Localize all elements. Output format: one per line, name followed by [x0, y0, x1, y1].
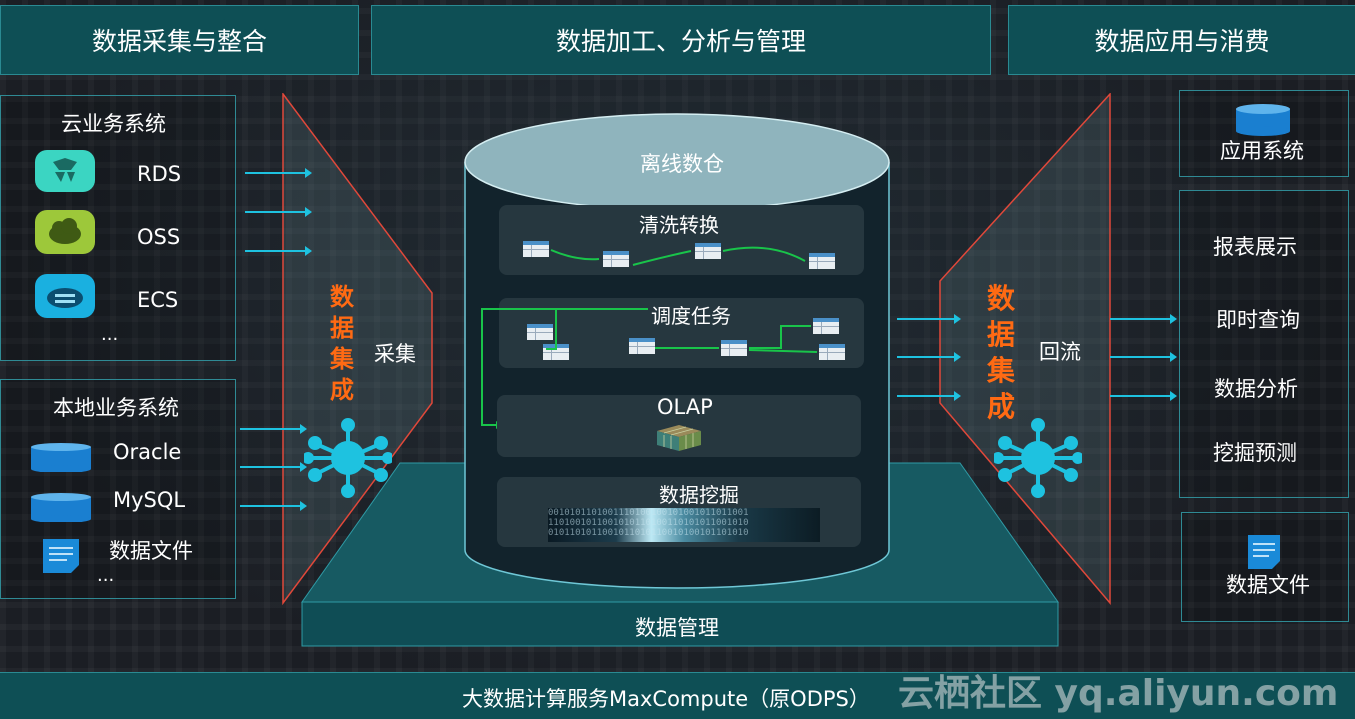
hub-icon: [304, 418, 392, 498]
flow-arrow: [245, 246, 312, 256]
flow-arrow: [1110, 391, 1177, 401]
local-systems-panel: 本地业务系统 Oracle MySQL 数据文件 ...: [0, 379, 236, 599]
flow-curves: [550, 246, 806, 266]
datamining-label: 数据挖掘: [659, 483, 739, 507]
table-icon: [527, 324, 553, 340]
flow-arrow: [1110, 352, 1177, 362]
watermark: 云栖社区 yq.aliyun.com: [898, 673, 1339, 714]
table-icon: [629, 338, 655, 354]
flow-arrow: [897, 352, 961, 362]
collect-label: 采集: [374, 342, 416, 366]
right-integration-shape: [939, 93, 1111, 605]
warehouse-title: 离线数仓: [640, 152, 724, 176]
header-application: 数据应用与消费: [1008, 5, 1355, 75]
header-processing: 数据加工、分析与管理: [371, 5, 991, 75]
app-system-panel: 应用系统: [1179, 90, 1349, 177]
report-display-label: 报表展示: [1213, 235, 1297, 259]
app-system-label: 应用系统: [1220, 139, 1304, 163]
olap-block: OLAP: [497, 395, 861, 457]
mining-prediction-label: 挖掘预测: [1213, 441, 1297, 465]
header-collection: 数据采集与整合: [0, 5, 359, 75]
database-icon: [31, 443, 91, 472]
footer-label: 大数据计算服务MaxCompute（原ODPS）: [462, 687, 870, 711]
flow-lines: [655, 325, 818, 353]
flow-arrow: [897, 314, 961, 324]
mysql-label: MySQL: [113, 488, 186, 512]
flow-arrow: [245, 207, 312, 217]
flow-arrow: [897, 391, 961, 401]
instant-query-label: 即时查询: [1216, 308, 1300, 332]
app-datafile-label: 数据文件: [1226, 573, 1310, 597]
olap-label: OLAP: [657, 395, 713, 419]
data-analysis-label: 数据分析: [1214, 377, 1298, 401]
rds-icon: [35, 150, 95, 192]
left-integration-label: 数据集成: [330, 283, 354, 404]
oss-icon: [35, 210, 95, 254]
table-icon: [603, 251, 629, 267]
local-datafile-label: 数据文件: [109, 539, 193, 563]
cleaning-label: 清洗转换: [639, 213, 719, 237]
flow-arrow: [240, 462, 307, 472]
table-icon: [695, 243, 721, 259]
ecs-label: ECS: [137, 288, 179, 312]
database-icon: [31, 493, 91, 522]
backflow-label: 回流: [1039, 340, 1081, 364]
oss-label: OSS: [137, 225, 181, 249]
footer-bar: 大数据计算服务MaxCompute（原ODPS）: [0, 672, 1355, 719]
rds-label: RDS: [137, 162, 182, 186]
document-icon: [1248, 535, 1280, 569]
table-icon: [813, 318, 839, 334]
flow-arrow: [240, 424, 307, 434]
header-right-label: 数据应用与消费: [1094, 27, 1270, 56]
header-center-label: 数据加工、分析与管理: [555, 27, 806, 56]
local-more: ...: [97, 565, 115, 586]
header-left-label: 数据采集与整合: [91, 27, 267, 56]
cloud-more: ...: [101, 324, 119, 345]
ecs-icon: [35, 274, 95, 318]
local-systems-title: 本地业务系统: [53, 396, 179, 420]
database-icon: [1236, 104, 1290, 136]
document-icon: [43, 539, 79, 573]
app-uses-panel: 报表展示 即时查询 数据分析 挖掘预测: [1179, 190, 1349, 498]
flow-arrow: [245, 168, 312, 178]
flow-arrow: [240, 501, 307, 511]
datamining-block: 数据挖掘 00101011010011101001001010010110110…: [497, 477, 861, 547]
data-management-label: 数据管理: [635, 616, 719, 640]
data-file-panel: 数据文件: [1181, 512, 1349, 622]
cube-icon: [657, 425, 701, 451]
cloud-systems-panel: 云业务系统 RDS OSS ECS ...: [0, 95, 236, 361]
scheduling-block: 调度任务: [499, 298, 864, 368]
table-icon: [721, 340, 747, 356]
hub-icon: [994, 418, 1082, 498]
cleaning-block: 清洗转换: [499, 205, 864, 275]
scheduling-label: 调度任务: [651, 304, 731, 328]
table-icon: [809, 253, 835, 269]
flow-arrow: [1110, 314, 1177, 324]
table-icon: [819, 344, 845, 360]
table-icon: [523, 241, 549, 257]
right-integration-label: 数据集成: [987, 282, 1016, 423]
oracle-label: Oracle: [113, 440, 182, 464]
cloud-systems-title: 云业务系统: [61, 112, 166, 136]
